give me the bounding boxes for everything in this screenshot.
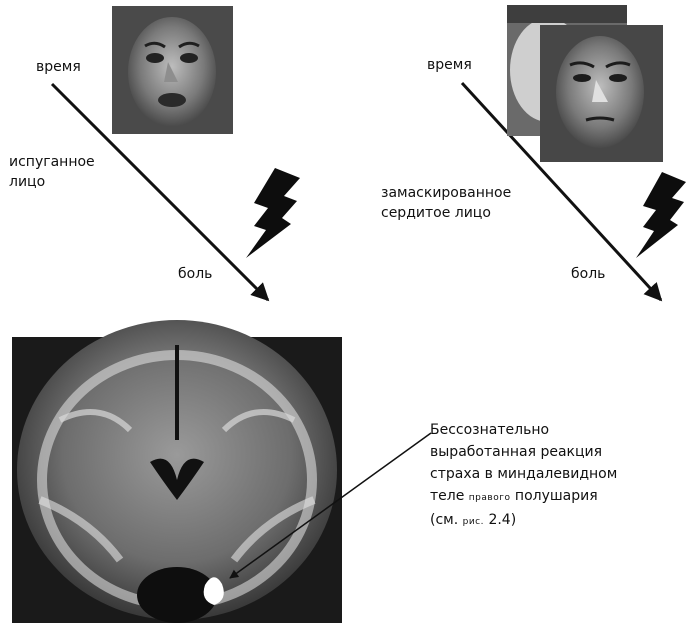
right-masked-face-photo xyxy=(507,5,663,162)
caption-line-2: выработанная реакция xyxy=(430,441,617,463)
caption-line-4-c: полушария xyxy=(515,488,598,504)
caption-line-4-b: правого xyxy=(469,493,511,503)
right-lightning-bolt-icon xyxy=(636,172,686,258)
left-time-label: время xyxy=(36,58,81,77)
brain-mri-image xyxy=(12,320,342,623)
right-time-label: время xyxy=(427,56,472,75)
right-face-label-line2: сердитое лицо xyxy=(381,204,491,223)
caption-line-5: (см. рис. 2.4) xyxy=(430,509,617,533)
left-lightning-bolt-icon xyxy=(246,168,300,258)
caption-line-5-b: рис. xyxy=(463,517,484,527)
caption-line-3: страха в миндалевидном xyxy=(430,463,617,485)
caption-line-5-a: (см. xyxy=(430,512,458,528)
amygdala-caption: Бессознательно выработанная реакция стра… xyxy=(430,419,617,533)
right-pain-label: боль xyxy=(571,265,605,284)
right-face-label-line1: замаскированное xyxy=(381,184,511,203)
caption-line-5-c: 2.4) xyxy=(488,512,516,528)
left-pain-label: боль xyxy=(178,265,212,284)
left-face-label-line1: испуганное xyxy=(9,153,95,172)
left-face-photo xyxy=(112,6,233,134)
caption-line-1: Бессознательно xyxy=(430,419,617,441)
left-face-label-line2: лицо xyxy=(9,173,45,192)
caption-line-4: теле правого полушария xyxy=(430,485,617,509)
caption-line-4-a: теле xyxy=(430,488,464,504)
